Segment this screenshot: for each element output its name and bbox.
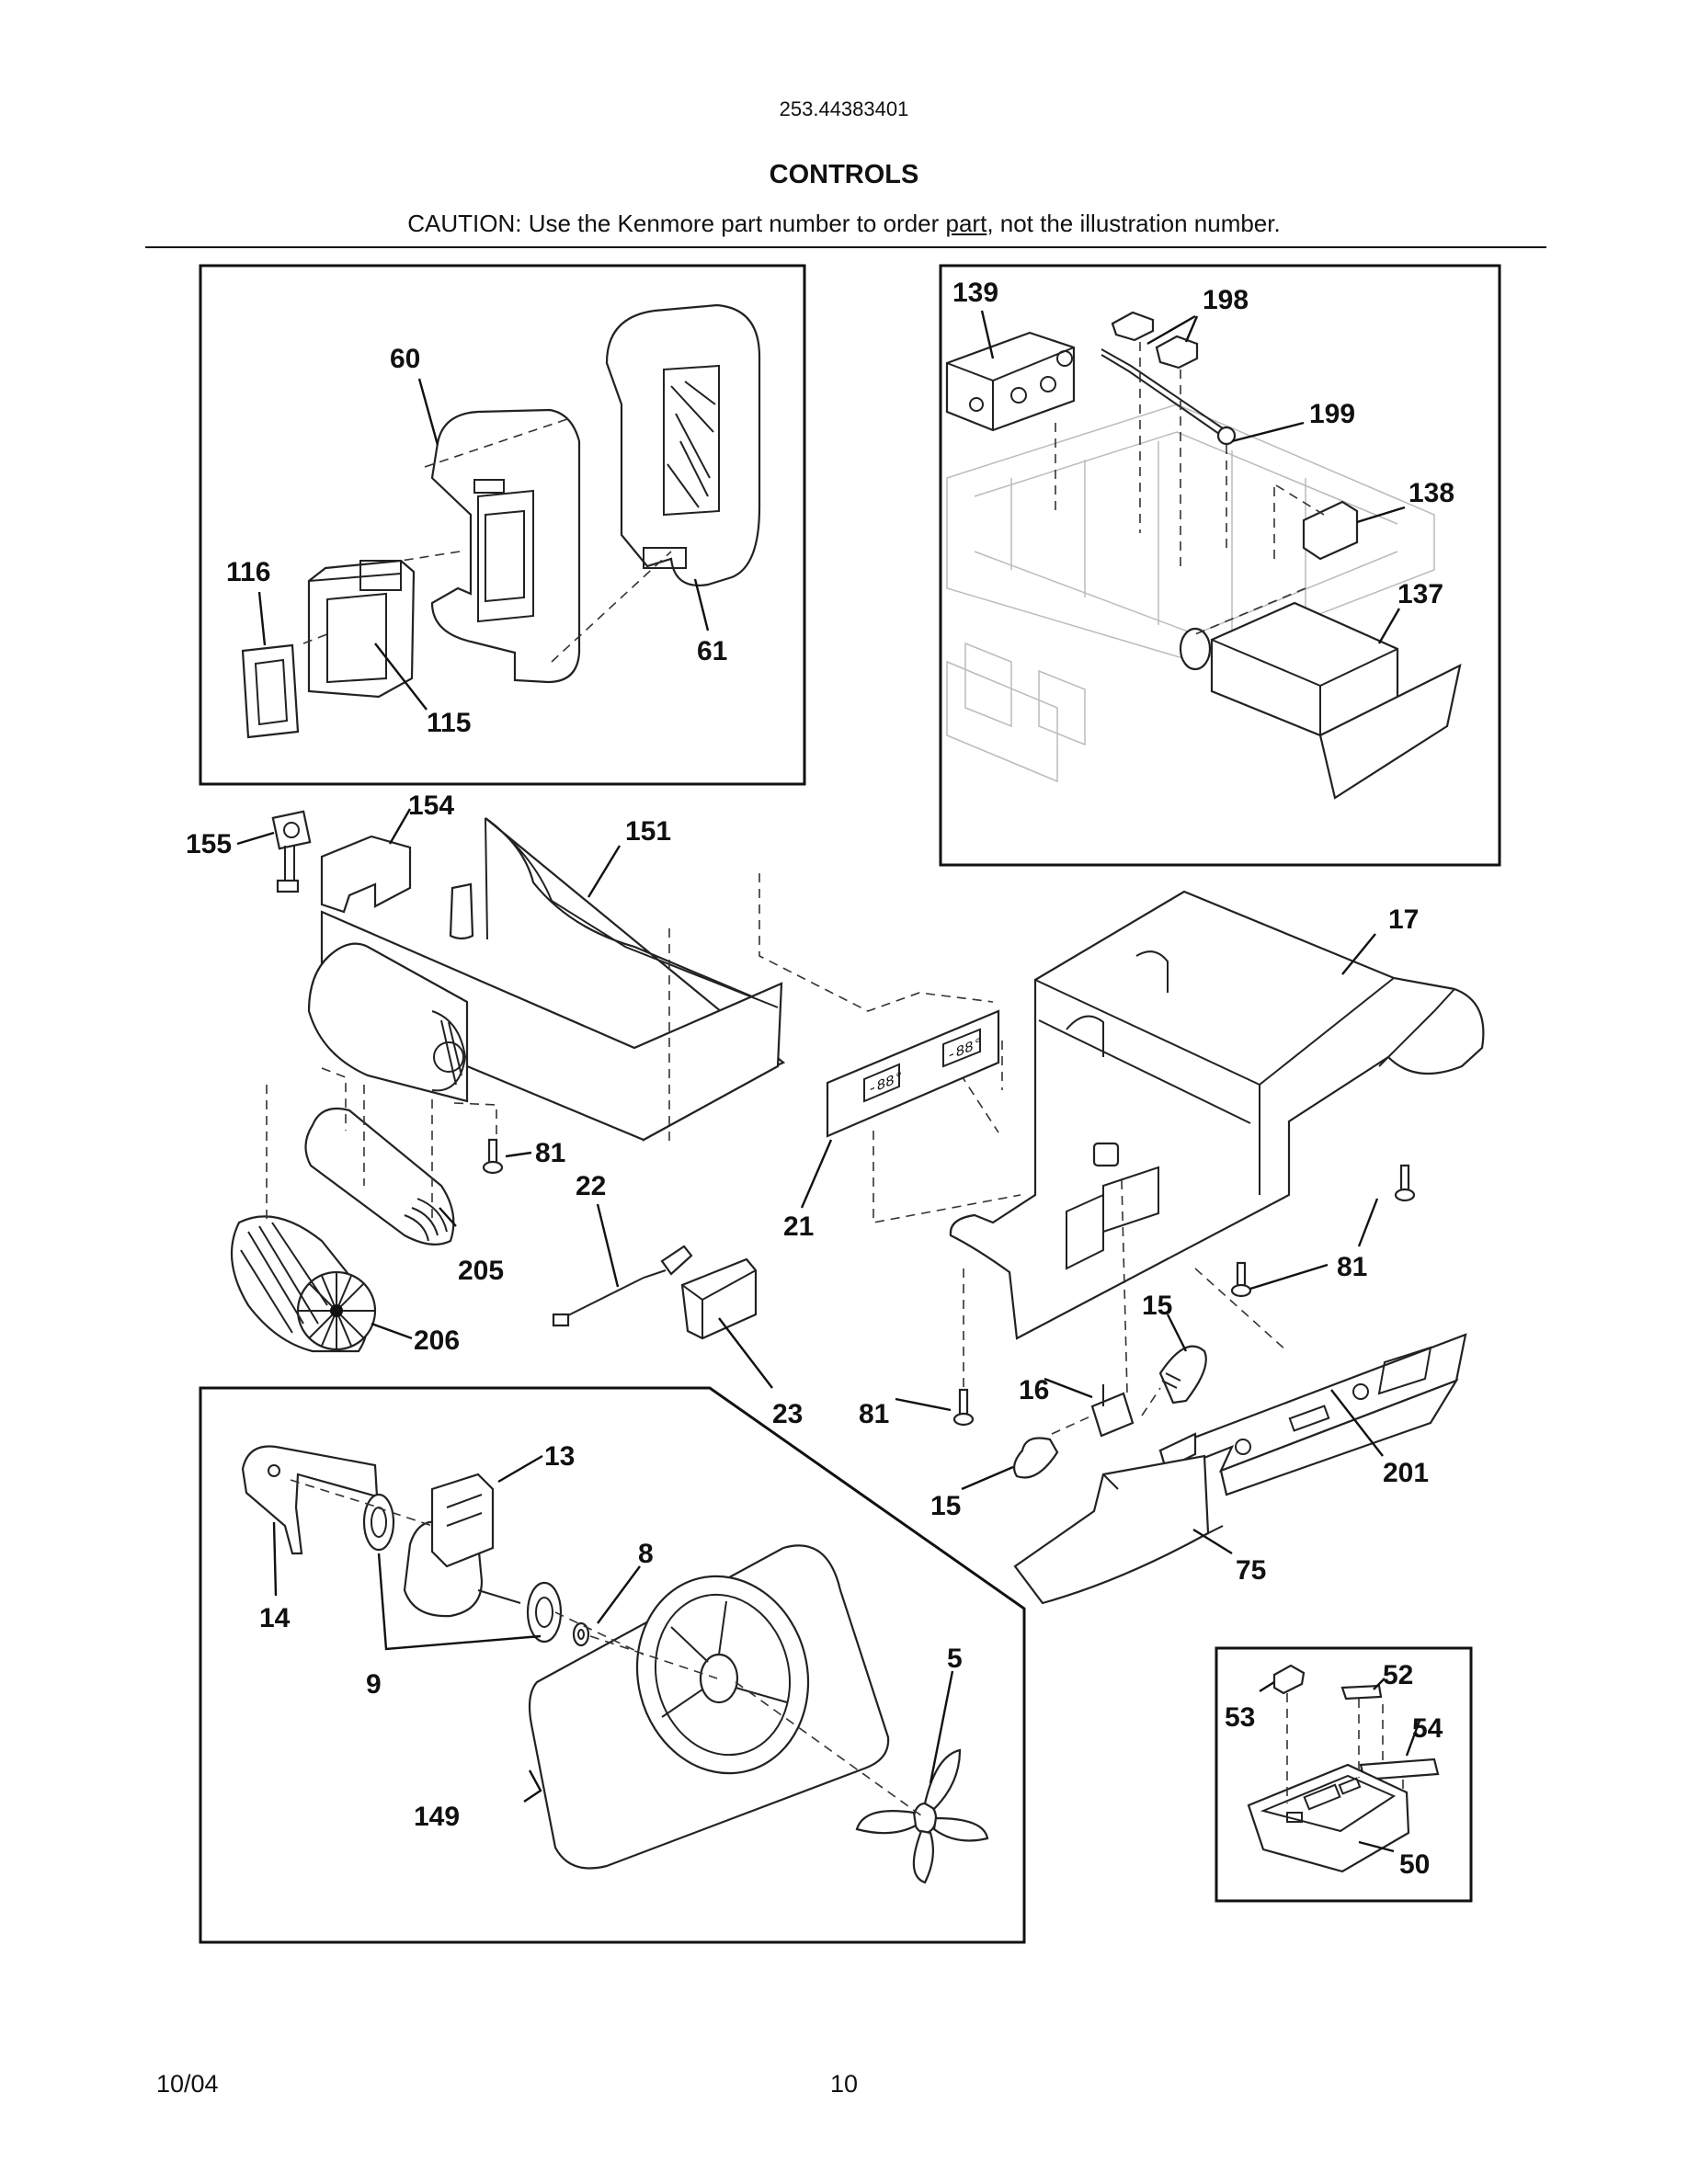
callout-198: 198	[1203, 285, 1249, 315]
inset-frame-air-damper	[199, 264, 806, 786]
callout-8: 8	[638, 1539, 654, 1569]
screw-81a	[482, 1138, 504, 1175]
caution-text-after: , not the illustration number.	[987, 210, 1281, 237]
duct-assembly	[307, 942, 469, 1103]
bracket-138	[1302, 500, 1359, 561]
screw-81c	[1230, 1261, 1252, 1298]
cover-154	[320, 835, 412, 914]
alignment-line	[290, 1479, 926, 1819]
washer-8	[572, 1621, 590, 1647]
damper-motor-115	[307, 559, 416, 699]
callout-151: 151	[625, 816, 671, 847]
gasket-116	[241, 643, 300, 739]
caution-text-before: CAUTION: Use the Kenmore part number to …	[407, 210, 946, 237]
damper-cover-61	[605, 303, 761, 586]
callout-23: 23	[772, 1399, 803, 1429]
callout-81-upper: 81	[535, 1138, 565, 1168]
heater-rod-199	[1101, 348, 1237, 446]
callout-206: 206	[414, 1325, 460, 1356]
callout-17: 17	[1388, 904, 1419, 935]
page-title: CONTROLS	[769, 160, 919, 189]
callout-75: 75	[1236, 1555, 1266, 1586]
callout-16: 16	[1019, 1375, 1049, 1405]
model-number: 253.44383401	[779, 97, 909, 120]
inset-frame-interface-board	[1215, 1646, 1473, 1903]
callout-5: 5	[947, 1644, 963, 1674]
callout-137: 137	[1397, 579, 1443, 609]
callout-81-lower: 81	[859, 1399, 889, 1429]
callout-21: 21	[783, 1211, 814, 1242]
evaporator-cover-151	[320, 817, 786, 1142]
fan-wheel-9b	[526, 1581, 563, 1644]
callout-60: 60	[390, 344, 420, 374]
cover-75	[1013, 1454, 1224, 1605]
evaporator-coil-206	[230, 1215, 377, 1353]
caution-note: CAUTION: Use the Kenmore part number to …	[0, 210, 1688, 238]
inset-frame-fan-assembly	[199, 1386, 1026, 1944]
harness-22	[552, 1245, 693, 1327]
bulb-15b	[1012, 1437, 1059, 1479]
callout-149: 149	[414, 1802, 460, 1832]
damper-housing-60	[430, 408, 581, 684]
callout-53: 53	[1225, 1702, 1255, 1733]
fan-blade-5	[855, 1748, 989, 1884]
ice-maker-module-139	[945, 331, 1076, 432]
callout-15-lower: 15	[930, 1491, 961, 1521]
callout-154: 154	[408, 791, 454, 821]
cover-23	[680, 1257, 758, 1340]
callout-52: 52	[1383, 1660, 1413, 1690]
callout-81-right: 81	[1337, 1252, 1367, 1282]
control-housing-17	[949, 890, 1485, 1340]
display-board-21: -88° -88°	[826, 1009, 1000, 1138]
caution-link-text: part	[945, 210, 987, 237]
callout-116: 116	[226, 557, 270, 587]
inset-frame-ice-maker-controls	[939, 264, 1501, 867]
callout-61: 61	[697, 636, 727, 666]
screw-81b	[1394, 1164, 1416, 1202]
lamp-socket-16	[1090, 1384, 1135, 1438]
callout-15-upper: 15	[1142, 1291, 1172, 1321]
callout-139: 139	[952, 278, 998, 308]
callout-199: 199	[1309, 399, 1355, 429]
bulb-15a	[1158, 1345, 1207, 1405]
fan-housing-205	[304, 1107, 455, 1246]
fan-motor-13	[403, 1473, 521, 1618]
bracket-14	[241, 1445, 379, 1555]
callout-205: 205	[458, 1256, 504, 1286]
board-tray-50	[1247, 1763, 1410, 1873]
clip-53	[1272, 1664, 1306, 1695]
screw-81d	[952, 1388, 975, 1427]
callout-13: 13	[544, 1441, 575, 1472]
header-rule	[145, 246, 1546, 248]
fan-wheel-9a	[362, 1493, 395, 1552]
callout-115: 115	[427, 708, 471, 738]
callout-22: 22	[576, 1171, 606, 1201]
damper-assembly-137	[1179, 601, 1462, 800]
leader-lines	[236, 310, 1421, 1853]
callout-54: 54	[1412, 1713, 1443, 1744]
fan-shroud-149	[528, 1544, 890, 1870]
shield-52	[1340, 1684, 1383, 1701]
footer-page-number: 10	[829, 2070, 859, 2098]
callout-155: 155	[186, 829, 232, 859]
alignment-line	[1055, 342, 1325, 635]
alignment-line	[266, 873, 1021, 1223]
wire-clip-198	[1111, 311, 1199, 370]
callout-201: 201	[1383, 1458, 1429, 1488]
thermistor-155	[271, 810, 312, 893]
alignment-line	[1286, 1693, 1404, 1803]
footer-date: 10/04	[156, 2070, 219, 2098]
callout-9: 9	[366, 1669, 382, 1700]
callout-14: 14	[259, 1603, 291, 1633]
callout-50: 50	[1399, 1849, 1430, 1880]
callout-138: 138	[1409, 478, 1454, 508]
